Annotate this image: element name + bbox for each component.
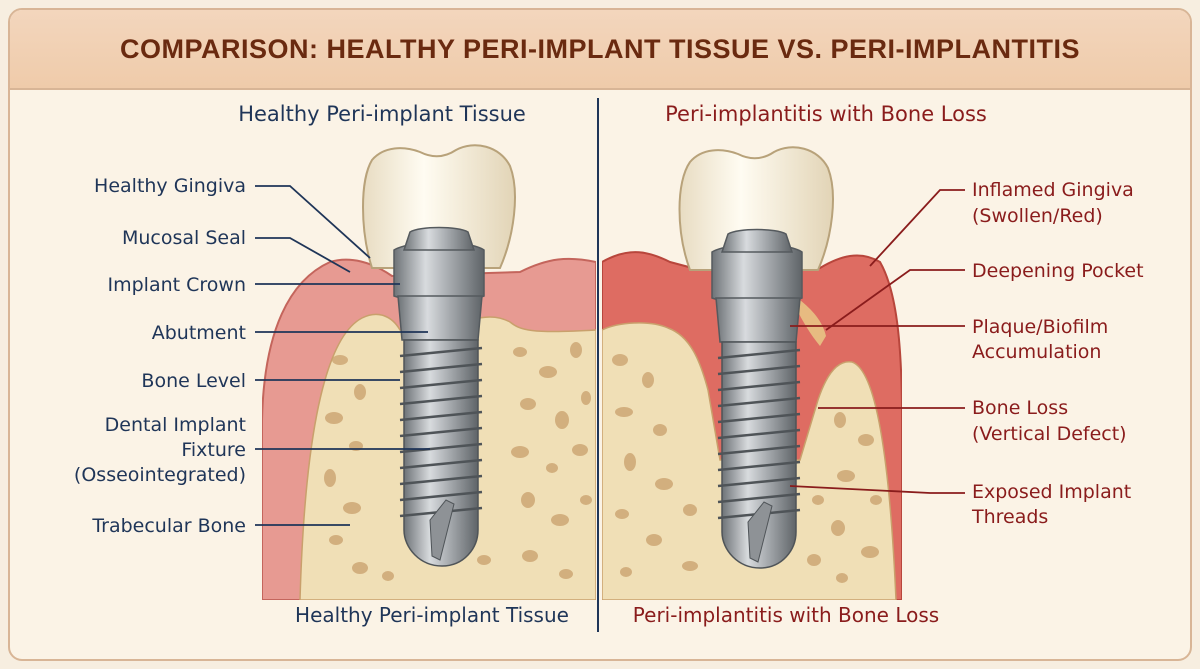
right-labels: Inflamed Gingiva (Swollen/Red) Deepening…	[971, 179, 1144, 528]
diagram-panel: COMPARISON: HEALTHY PERI-IMPLANT TISSUE …	[8, 8, 1192, 661]
label-healthy-gingiva: Healthy Gingiva	[94, 175, 246, 197]
label-dental-implant-2: Fixture	[181, 439, 246, 461]
inflamed-crown	[678, 146, 834, 271]
left-labels: Healthy Gingiva Mucosal Seal Implant Cro…	[74, 175, 246, 537]
label-bone-loss-1: Bone Loss	[972, 397, 1068, 419]
plaque-biofilm	[796, 300, 826, 346]
label-plaque-2: Accumulation	[972, 341, 1101, 363]
right-caption: Peri-implantitis with Bone Loss	[633, 603, 939, 627]
label-dental-implant-3: (Osseointegrated)	[74, 464, 246, 486]
right-heading: Peri-implantitis with Bone Loss	[665, 102, 987, 126]
healthy-implant-illustration	[262, 144, 596, 600]
title-bar: COMPARISON: HEALTHY PERI-IMPLANT TISSUE …	[10, 10, 1190, 90]
healthy-crown	[362, 144, 516, 269]
label-deepening-pocket: Deepening Pocket	[972, 260, 1144, 282]
healthy-abutment	[393, 241, 485, 302]
exposed-fixture	[717, 341, 801, 569]
label-trabecular-bone: Trabecular Bone	[91, 515, 246, 537]
label-bone-loss-2: (Vertical Defect)	[972, 423, 1127, 445]
label-implant-crown: Implant Crown	[108, 274, 247, 296]
label-inflamed-gingiva-2: (Swollen/Red)	[972, 205, 1103, 227]
label-exposed-threads-1: Exposed Implant	[972, 481, 1131, 503]
label-bone-level: Bone Level	[141, 370, 246, 392]
left-caption: Healthy Peri-implant Tissue	[295, 603, 569, 627]
diagram-title: COMPARISON: HEALTHY PERI-IMPLANT TISSUE …	[119, 33, 1081, 64]
label-plaque-1: Plaque/Biofilm	[972, 316, 1108, 338]
label-mucosal-seal: Mucosal Seal	[122, 227, 246, 249]
label-exposed-threads-2: Threads	[971, 506, 1048, 528]
healthy-fixture	[399, 339, 483, 567]
periimplantitis-illustration	[602, 146, 902, 600]
label-abutment: Abutment	[152, 322, 246, 344]
label-inflamed-gingiva-1: Inflamed Gingiva	[972, 179, 1134, 201]
left-leader-lines	[255, 185, 430, 526]
inflamed-abutment	[711, 243, 803, 304]
defect-bone-pores	[612, 354, 882, 583]
label-dental-implant-1: Dental Implant	[105, 414, 246, 436]
right-leader-lines	[789, 189, 965, 494]
left-heading: Healthy Peri-implant Tissue	[238, 102, 526, 126]
healthy-bone-pores	[324, 342, 592, 581]
